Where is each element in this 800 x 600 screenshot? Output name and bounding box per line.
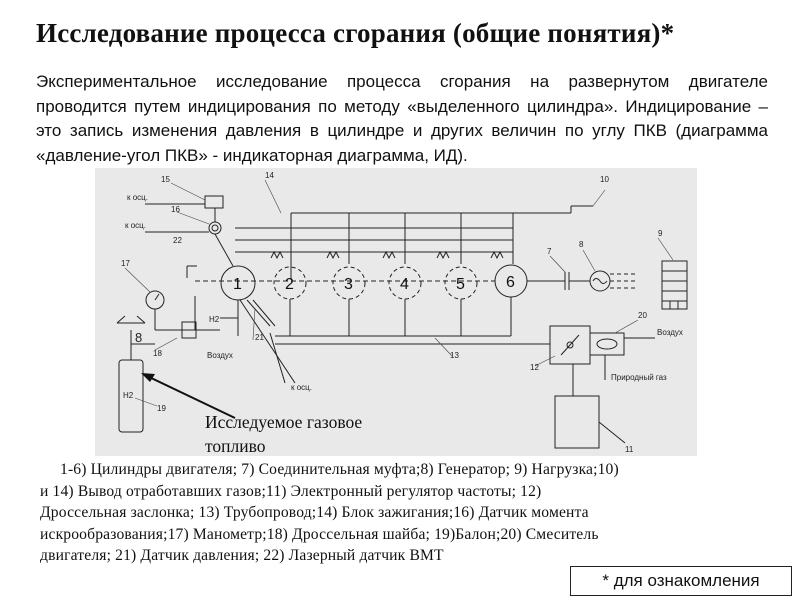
component-number: 13 bbox=[450, 351, 459, 360]
throttle-washer bbox=[181, 321, 197, 339]
balloon-valve bbox=[116, 315, 126, 324]
cylinder-label: 5 bbox=[456, 276, 465, 293]
legend-line: Дроссельная заслонка; 13) Трубопровод;14… bbox=[40, 504, 589, 522]
spark-zigzag bbox=[270, 250, 284, 260]
cylinder-label: 1 bbox=[233, 276, 242, 293]
leader-7 bbox=[549, 255, 566, 273]
component-number: 8 bbox=[135, 330, 142, 345]
component-number: 7 bbox=[547, 247, 552, 256]
air-label: Воздух bbox=[657, 328, 683, 337]
engine-schematic-svg: 1 2 3 4 5 6 15 14 10 16 22 17 9 7 8 20 1… bbox=[116, 171, 688, 454]
sensor-wire bbox=[214, 233, 234, 267]
component-number: 16 bbox=[171, 205, 180, 214]
leader-14 bbox=[264, 179, 282, 214]
spark-zigzag bbox=[326, 250, 340, 260]
legend-line: двигателя; 21) Датчик давления; 22) Лазе… bbox=[40, 547, 444, 565]
note-box: * для ознакомления bbox=[570, 566, 792, 596]
throttle-pivot bbox=[566, 341, 574, 349]
component-number: 22 bbox=[173, 236, 182, 245]
component-number: 11 bbox=[625, 445, 634, 454]
component-number: 18 bbox=[153, 349, 162, 358]
leader-16 bbox=[176, 211, 210, 225]
leader-13 bbox=[434, 337, 453, 357]
laser-tdc-sensor-inner bbox=[211, 224, 219, 232]
natural-gas-label: Природный газ bbox=[611, 373, 667, 382]
generator-wave bbox=[592, 278, 608, 284]
callout-text: Исследуемое газовое топливо bbox=[205, 412, 363, 456]
component-number: 21 bbox=[255, 333, 264, 342]
component-number: 15 bbox=[161, 175, 170, 184]
leader-19 bbox=[134, 397, 158, 407]
air-label: Воздух bbox=[207, 351, 233, 360]
pressure-sensor-line bbox=[246, 299, 271, 327]
legend-line: искрообразования;17) Манометр;18) Дроссе… bbox=[40, 525, 599, 543]
component-number: 8 bbox=[579, 240, 584, 249]
spark-zigzag bbox=[436, 250, 450, 260]
leader-8 bbox=[582, 249, 596, 272]
component-number: 14 bbox=[265, 171, 274, 180]
legend-line: и 14) Вывод отработавших газов;11) Элект… bbox=[40, 482, 542, 500]
component-number: 9 bbox=[658, 229, 663, 238]
leader-21 bbox=[252, 307, 256, 341]
osc-label: к осц. bbox=[291, 383, 312, 392]
leader-17 bbox=[124, 267, 151, 293]
osc-label: к осц. bbox=[127, 193, 148, 202]
cylinder-label: 2 bbox=[285, 276, 294, 293]
component-number: 17 bbox=[121, 259, 130, 268]
laser-tdc-sensor bbox=[208, 221, 222, 235]
cylinder-label: 4 bbox=[400, 276, 409, 293]
legend-line: 1-6) Цилиндры двигателя; 7) Соединительн… bbox=[60, 461, 619, 478]
slide-title: Исследование процесса сгорания (общие по… bbox=[36, 18, 675, 48]
component-number: 12 bbox=[530, 363, 539, 372]
osc-label: к осц. bbox=[125, 221, 146, 230]
leader-9 bbox=[657, 237, 674, 261]
throttle-valve bbox=[560, 334, 580, 356]
leader-18 bbox=[154, 337, 178, 351]
h2-balloon-label: H2 bbox=[123, 391, 134, 400]
pressure-sensor-line bbox=[252, 299, 276, 327]
component-number: 20 bbox=[638, 311, 647, 320]
component-number: 10 bbox=[600, 175, 609, 184]
osc-wire bbox=[239, 299, 296, 384]
mixer bbox=[589, 332, 625, 356]
spark-zigzag bbox=[490, 250, 504, 260]
governor-box bbox=[554, 395, 600, 449]
mixer-nozzle bbox=[596, 338, 618, 350]
spark-zigzag bbox=[382, 250, 396, 260]
leader-12 bbox=[534, 355, 556, 367]
cylinder-label: 6 bbox=[506, 274, 515, 291]
leader-20 bbox=[614, 319, 639, 334]
intro-paragraph: Экспериментальное исследование процесса … bbox=[36, 72, 768, 165]
legend: 1-6) Цилиндры двигателя; 7) Соединительн… bbox=[40, 459, 740, 567]
balloon-valve bbox=[136, 315, 146, 324]
engine-test-diagram: 1 2 3 4 5 6 15 14 10 16 22 17 9 7 8 20 1… bbox=[95, 168, 697, 456]
h2-line-label: H2 bbox=[209, 315, 220, 324]
osc-wire bbox=[269, 332, 286, 384]
spark-timing-sensor bbox=[204, 195, 224, 209]
component-number: 19 bbox=[157, 404, 166, 413]
leader-15 bbox=[170, 182, 206, 201]
leader-11 bbox=[598, 421, 626, 444]
callout-arrow bbox=[141, 373, 236, 419]
leader-10 bbox=[592, 189, 606, 207]
cylinder-label: 3 bbox=[344, 276, 353, 293]
load-bank bbox=[661, 260, 688, 310]
manometer-needle bbox=[154, 293, 160, 301]
